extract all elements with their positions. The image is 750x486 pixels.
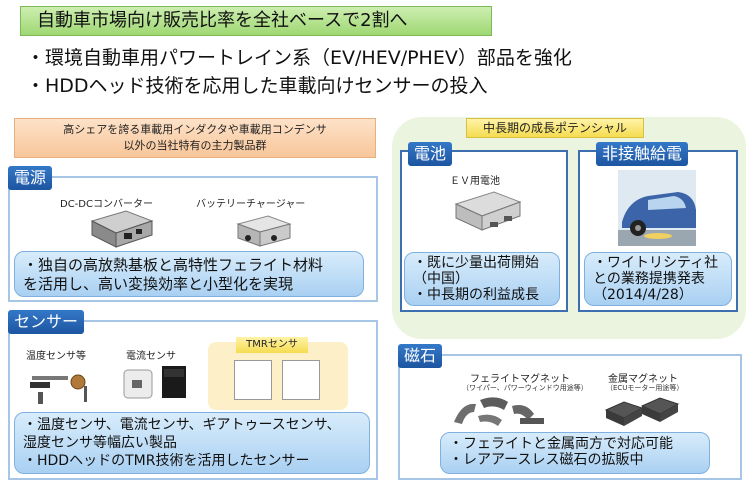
ferrite-magnet-image bbox=[450, 392, 550, 430]
magnet-desc-line-1: ・フェライトと金属両方で対応可能 bbox=[449, 436, 673, 452]
ev-battery-image bbox=[450, 186, 526, 238]
charger-caption: バッテリーチャージャー bbox=[196, 199, 306, 210]
power-tag: 電源 bbox=[8, 166, 53, 190]
sensor-desc-line-2: 湿度センサ等幅広い製品 bbox=[23, 435, 177, 451]
current-sensor-image bbox=[120, 360, 192, 404]
wireless-desc-line-2: との業務提携発表 bbox=[593, 271, 705, 287]
battery-desc-line-1: ・既に少量出荷開始 bbox=[413, 255, 539, 271]
wireless-charging-tag: 非接触給電 bbox=[596, 142, 689, 166]
wireless-description: ・ワイトリシティ社 との業務提携発表 （2014/4/28） bbox=[584, 252, 732, 306]
battery-tag: 電池 bbox=[408, 142, 453, 166]
current-sensor-caption: 電流センサ bbox=[126, 351, 176, 362]
metal-magnet-caption: 金属マグネット bbox=[608, 374, 678, 385]
temp-sensor-caption: 温度センサ等 bbox=[26, 351, 86, 362]
strength-line-1: 高シェアを誇る車載用インダクタや車載用コンデンサ bbox=[63, 123, 327, 136]
battery-desc-line-3: ・中長期の利益成長 bbox=[413, 287, 539, 303]
power-desc-line-2: を活用し、高い変換効率と小型化を実現 bbox=[23, 275, 294, 293]
bullet-powertrain: ・環境自動車用パワートレイン系（EV/HEV/PHEV）部品を強化 bbox=[26, 47, 572, 69]
sensor-description: ・温度センサ、電流センサ、ギアトゥースセンサ、 湿度センサ等幅広い製品 ・HDD… bbox=[14, 412, 370, 474]
sensor-tag: センサー bbox=[8, 310, 85, 334]
temperature-sensor-image bbox=[22, 360, 102, 406]
wireless-car-image bbox=[618, 170, 696, 246]
metal-magnet-usage: （ECUモーター用途等） bbox=[606, 384, 684, 392]
strength-box: 高シェアを誇る車載用インダクタや車載用コンデンサ 以外の当社特有の主力製品群 bbox=[14, 118, 376, 158]
magnet-description: ・フェライトと金属両方で対応可能 ・レアアースレス磁石の拡販中 bbox=[440, 432, 710, 474]
power-desc-line-1: ・独自の高放熱基板と高特性フェライト材料 bbox=[23, 256, 324, 274]
magnet-tag: 磁石 bbox=[398, 344, 443, 368]
dcdc-converter-image bbox=[86, 207, 156, 251]
sensor-desc-line-3: ・HDDヘッドのTMR技術を活用したセンサー bbox=[23, 453, 310, 469]
tmr-sensor-box bbox=[208, 342, 348, 410]
power-description: ・独自の高放熱基板と高特性フェライト材料 を活用し、高い変換効率と小型化を実現 bbox=[14, 251, 364, 297]
wireless-desc-line-3: （2014/4/28） bbox=[593, 287, 693, 303]
wireless-desc-line-1: ・ワイトリシティ社 bbox=[593, 255, 719, 271]
ferrite-magnet-usage: （ワイパー、パワーウィンドウ用途等） bbox=[462, 384, 588, 392]
battery-charger-image bbox=[234, 212, 294, 252]
metal-magnet-image bbox=[604, 392, 680, 430]
magnet-desc-line-2: ・レアアースレス磁石の拡販中 bbox=[449, 452, 644, 468]
tmr-image-frame-1 bbox=[234, 360, 272, 400]
tmr-sensor-label: TMRセンサ bbox=[236, 337, 308, 353]
ferrite-magnet-caption: フェライトマグネット bbox=[470, 374, 570, 385]
ev-battery-caption: ＥＶ用電池 bbox=[450, 176, 500, 187]
battery-desc-line-2: （中国） bbox=[413, 271, 469, 287]
battery-description: ・既に少量出荷開始 （中国） ・中長期の利益成長 bbox=[404, 252, 560, 306]
sensor-desc-line-1: ・温度センサ、電流センサ、ギアトゥースセンサ、 bbox=[23, 417, 341, 433]
page-title: 自動車市場向け販売比率を全社ベースで2割へ bbox=[20, 6, 492, 36]
growth-potential-label: 中長期の成長ポテンシャル bbox=[466, 118, 644, 138]
tmr-image-frame-2 bbox=[282, 360, 320, 400]
strength-line-2: 以外の当社特有の主力製品群 bbox=[123, 139, 267, 152]
bullet-hdd-sensor: ・HDDヘッド技術を応用した車載向けセンサーの投入 bbox=[26, 75, 488, 97]
dcdc-caption: DC-DCコンバーター bbox=[60, 199, 153, 210]
